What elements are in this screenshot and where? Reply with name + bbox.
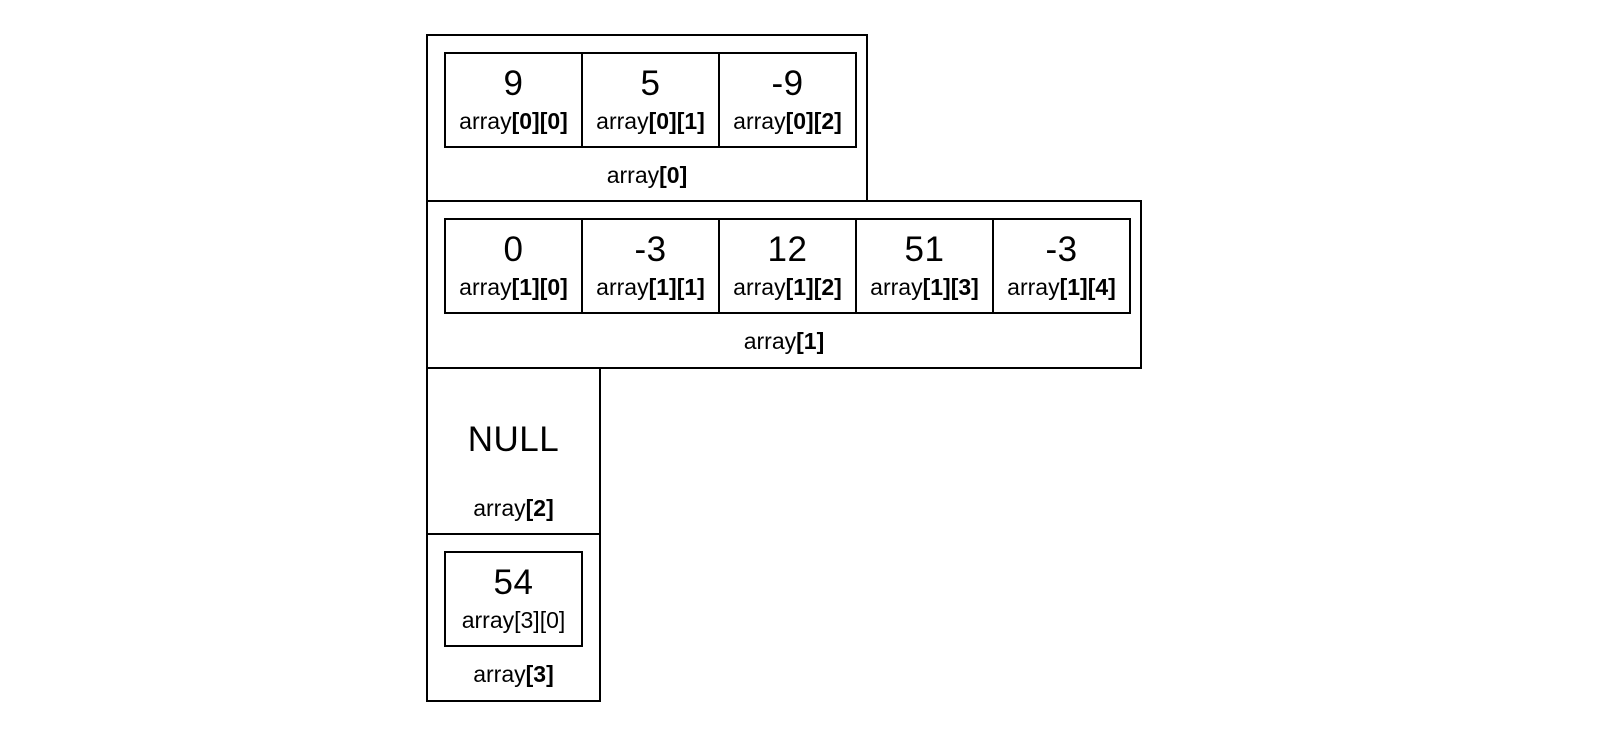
cell-3-0: 54 array[3][0] xyxy=(444,551,583,647)
cell-label-index: [1][3] xyxy=(922,274,979,300)
cell-label-base: array xyxy=(733,274,786,300)
cell-value: 12 xyxy=(767,230,808,269)
cell-label: array[1][3] xyxy=(870,276,979,299)
row-label-base: array xyxy=(743,328,797,354)
cell-label: array[0][2] xyxy=(733,110,842,133)
cell-value: -3 xyxy=(1045,230,1078,269)
cell-value: -3 xyxy=(634,230,667,269)
row-2-box: NULL array[2] xyxy=(426,367,601,535)
cell-1-0: 0 array[1][0] xyxy=(444,218,583,314)
cell-value: 0 xyxy=(503,230,524,269)
row-1-label: array[1] xyxy=(428,330,1140,353)
cell-label-base: array xyxy=(596,274,649,300)
row-label-base: array xyxy=(473,495,526,521)
cell-value: 54 xyxy=(493,563,534,602)
row-label-index: [1] xyxy=(796,328,825,354)
cell-label-index: [1][0] xyxy=(511,274,568,300)
cell-value: 9 xyxy=(503,64,524,103)
cell-label: array[1][0] xyxy=(459,276,568,299)
row-label-index: [3] xyxy=(525,661,554,687)
cell-0-1: 5 array[0][1] xyxy=(581,52,720,148)
row-label-index: [2] xyxy=(525,495,554,521)
cell-1-2: 12 array[1][2] xyxy=(718,218,857,314)
cell-label-index: [1][1] xyxy=(648,274,705,300)
cell-label-index: [0][2] xyxy=(785,108,842,134)
row-1-cells: 0 array[1][0] -3 array[1][1] 12 array[1]… xyxy=(444,218,1131,314)
row-3-label: array[3] xyxy=(428,663,599,686)
row-2-label: array[2] xyxy=(428,497,599,520)
row-0-box: 9 array[0][0] 5 array[0][1] -9 array[0][… xyxy=(426,34,868,202)
row-3-box: 54 array[3][0] array[3] xyxy=(426,533,601,702)
cell-label: array[1][1] xyxy=(596,276,705,299)
cell-value: 5 xyxy=(640,64,661,103)
cell-value: -9 xyxy=(771,64,804,103)
cell-label-base: array xyxy=(1007,274,1060,300)
null-value: NULL xyxy=(467,420,560,459)
cell-label-index: [0][1] xyxy=(648,108,705,134)
cell-0-2: -9 array[0][2] xyxy=(718,52,857,148)
cell-label-base: array xyxy=(459,108,512,134)
cell-label: array[0][0] xyxy=(459,110,568,133)
row-label-base: array xyxy=(606,162,660,188)
cell-label-base: array xyxy=(733,108,786,134)
cell-0-0: 9 array[0][0] xyxy=(444,52,583,148)
cell-label: array[0][1] xyxy=(596,110,705,133)
row-label-base: array xyxy=(473,661,526,687)
cell-label-index: [1][4] xyxy=(1059,274,1116,300)
cell-label: array[3][0] xyxy=(461,607,566,633)
cell-1-1: -3 array[1][1] xyxy=(581,218,720,314)
cell-label-base: array xyxy=(870,274,923,300)
row-3-cells: 54 array[3][0] xyxy=(444,551,583,647)
row-0-cells: 9 array[0][0] 5 array[0][1] -9 array[0][… xyxy=(444,52,857,148)
cell-label-index: [0][0] xyxy=(511,108,568,134)
row-1-box: 0 array[1][0] -3 array[1][1] 12 array[1]… xyxy=(426,200,1142,369)
cell-label: array[1][2] xyxy=(733,276,842,299)
row-0-label: array[0] xyxy=(428,164,866,187)
cell-label-base: array xyxy=(459,274,512,300)
row-label-index: [0] xyxy=(659,162,688,188)
cell-label: array[1][4] xyxy=(1007,276,1116,299)
cell-label-base: array xyxy=(596,108,649,134)
cell-value: 51 xyxy=(904,230,945,269)
cell-label-index: [1][2] xyxy=(785,274,842,300)
cell-1-3: 51 array[1][3] xyxy=(855,218,994,314)
cell-1-4: -3 array[1][4] xyxy=(992,218,1131,314)
